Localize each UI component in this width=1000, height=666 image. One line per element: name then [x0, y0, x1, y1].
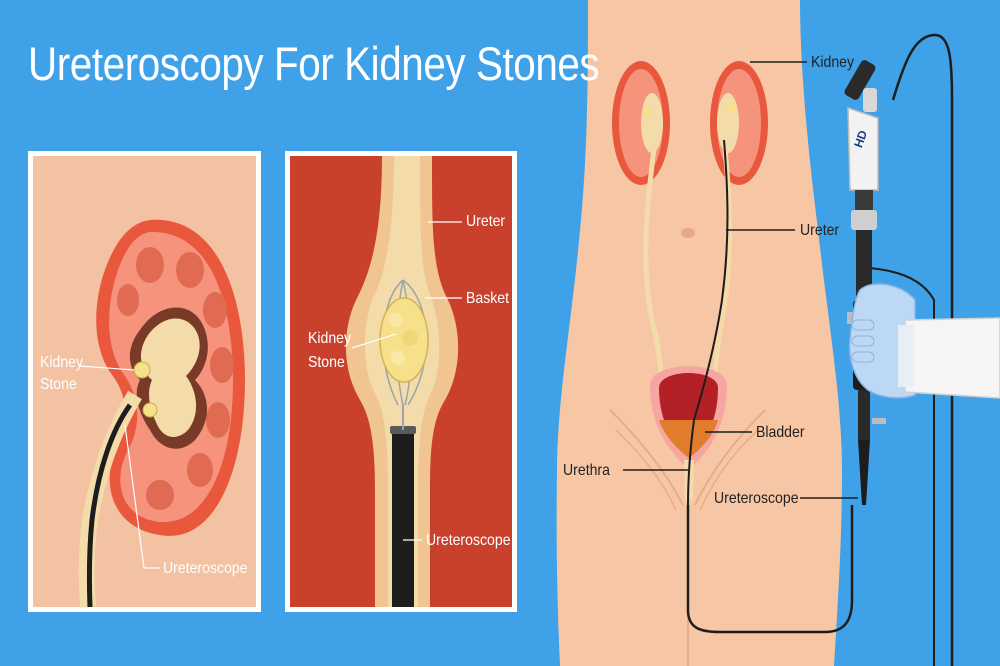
label-kidney-stone-p2-line1: Kidney — [308, 330, 352, 347]
body-bladder — [650, 366, 727, 500]
ureter-scope — [392, 430, 414, 607]
body-ureter-right — [711, 147, 732, 386]
label-urethra-body: Urethra — [563, 462, 610, 479]
device-cable-side — [867, 267, 935, 666]
body-scope-cable-lower — [686, 505, 854, 634]
label-ureteroscope-p1: Ureteroscope — [163, 560, 248, 577]
body-leaders — [623, 61, 858, 499]
coat-sleeve — [904, 317, 1000, 399]
label-ureter-p2: Ureter — [466, 213, 506, 230]
device-cable-top — [891, 33, 954, 666]
label-ureteroscope-body: Ureteroscope — [714, 490, 799, 507]
body-ureter-left — [643, 147, 665, 386]
label-ureteroscope-p2: Ureteroscope — [426, 532, 511, 549]
groin-line-left — [609, 409, 684, 506]
leader-ureteroscope-p1 — [124, 424, 145, 569]
device-camera-head — [847, 106, 879, 191]
page-title: Ureteroscopy For Kidney Stones — [28, 37, 600, 90]
kidney-scope — [86, 403, 133, 608]
label-kidney-stone-p1-line2: Stone — [40, 376, 77, 393]
panel-kidney — [28, 151, 261, 612]
label-bladder-body: Bladder — [756, 424, 805, 441]
body-scope-path — [687, 139, 729, 506]
body-kidney-left — [612, 61, 670, 185]
kidney-stone-2 — [142, 402, 158, 418]
groin-line-left-2 — [615, 429, 677, 511]
groin-line-right — [694, 409, 766, 506]
groin-line-right-2 — [699, 429, 759, 511]
panel-ureter — [285, 151, 517, 612]
label-ureter-body: Ureter — [800, 222, 840, 239]
leader-stone-p2 — [351, 333, 397, 349]
label-basket-p2: Basket — [466, 290, 510, 307]
body-figure — [556, 0, 854, 666]
body-kidney-right — [710, 61, 768, 185]
label-kidney-stone-p1-line1: Kidney — [40, 354, 84, 371]
ureteroscope-device — [844, 33, 1000, 666]
kidney-pyramids — [117, 247, 234, 510]
torso-silhouette — [556, 0, 842, 666]
navel — [681, 228, 695, 238]
label-kidney-stone-p2-line2: Stone — [308, 354, 345, 371]
kidney-stone-1 — [133, 361, 151, 379]
label-kidney-body: Kidney — [811, 54, 855, 71]
leader-kidney-stone-p1 — [79, 365, 135, 371]
